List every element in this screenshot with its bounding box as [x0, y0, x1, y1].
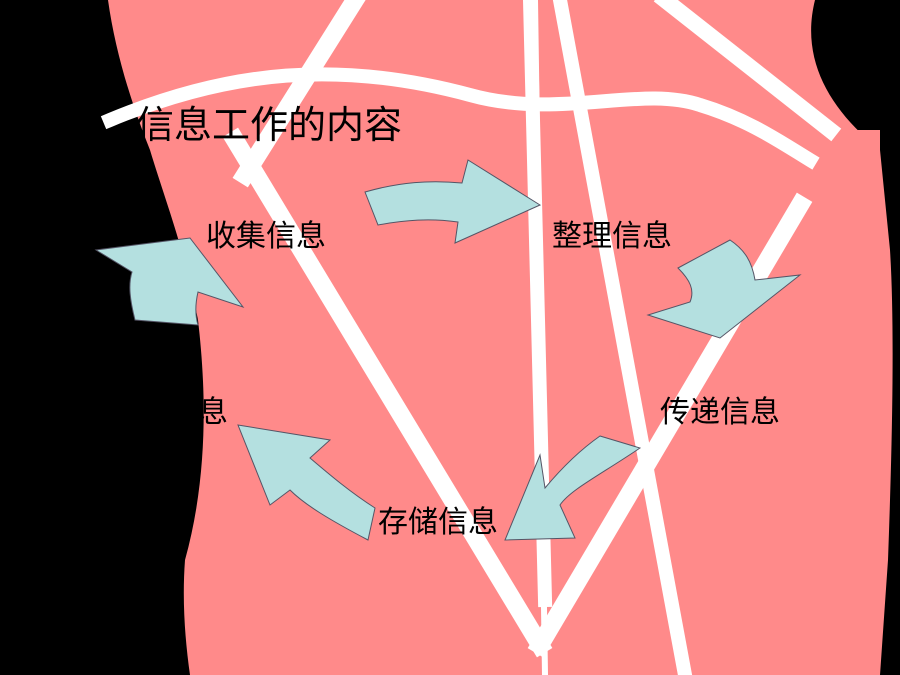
step-transmit-label: 传递信息 — [660, 395, 780, 430]
step-collect-label: 收集信息 — [206, 219, 326, 254]
step-partial-label: 息 — [198, 395, 228, 430]
arrow-organize-to-transmit — [646, 239, 802, 339]
arrow-transmit-to-store — [504, 435, 642, 541]
arrow-store-to-left — [237, 424, 376, 541]
pink-background-shape — [108, 0, 893, 675]
step-organize-label: 整理信息 — [552, 219, 672, 254]
step-store-label: 存储信息 — [378, 505, 498, 540]
page-title: 信息工作的内容 — [136, 103, 403, 147]
arrow-collect-to-organize — [364, 159, 542, 244]
pink-side-tab — [828, 130, 880, 158]
cycle-arrows — [94, 159, 802, 541]
arrow-left-to-collect — [94, 237, 245, 326]
